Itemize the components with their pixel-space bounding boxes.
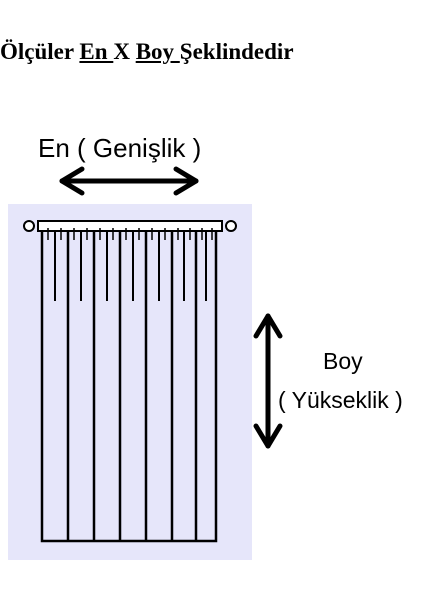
- curtain-short-folds: [54, 231, 207, 301]
- height-label: Boy: [323, 348, 363, 374]
- curtain-rod-left-finial: [23, 220, 35, 232]
- page-title: Ölçüler En X Boy Şeklindedir: [0, 38, 424, 66]
- width-label: En ( Genişlik ): [38, 133, 202, 163]
- diagram-background-panel: [8, 204, 252, 560]
- curtain-panel-outline: [40, 231, 218, 543]
- curtain-rod-right-finial: [225, 220, 237, 232]
- title-part-seklindedir: Şeklindedir: [179, 39, 294, 64]
- curtain-rod: [37, 220, 223, 232]
- height-label-subtitle: ( Yükseklik ): [278, 387, 403, 413]
- double-headed-vertical-arrow-icon: [253, 313, 283, 449]
- title-part-en: En: [79, 39, 114, 64]
- curtain-icon: [23, 220, 237, 543]
- double-headed-horizontal-arrow-icon: [59, 166, 199, 196]
- title-part-boy: Boy: [135, 39, 180, 64]
- curtain-long-folds: [66, 231, 198, 541]
- title-part-olculer: Ölçüler: [0, 39, 80, 64]
- title-part-x: X: [113, 39, 136, 64]
- curtain-ring-hooks: [47, 228, 213, 240]
